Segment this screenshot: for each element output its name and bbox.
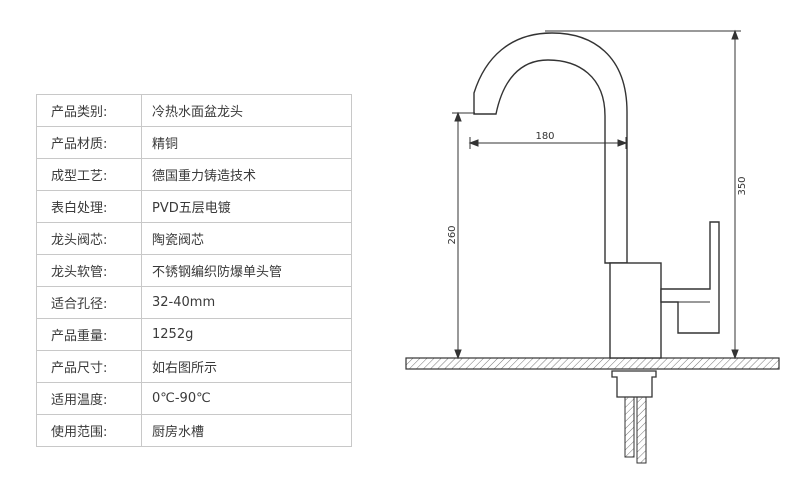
dim-spout-height-label: 260: [447, 225, 458, 244]
spec-row: 产品尺寸:如右图所示: [36, 350, 352, 383]
spec-row: 适用温度:0℃-90℃: [36, 382, 352, 415]
spec-row: 产品材质:精铜: [36, 126, 352, 159]
spec-label: 产品类别:: [36, 94, 142, 127]
spec-value: 德国重力铸造技术: [141, 158, 352, 191]
spec-label: 龙头阀芯:: [36, 222, 142, 255]
spec-value: 冷热水面盆龙头: [141, 94, 352, 127]
dim-spout-height: [452, 111, 475, 360]
dim-total-height: [545, 29, 741, 360]
spec-value: PVD五层电镀: [141, 190, 352, 223]
spec-value: 1252g: [141, 318, 352, 351]
spec-value: 如右图所示: [141, 350, 352, 383]
spec-label: 使用范围:: [36, 414, 142, 447]
faucet-handle: [660, 221, 720, 334]
spec-label: 适合孔径:: [36, 286, 142, 319]
hose-left: [624, 396, 635, 458]
spec-value: 精铜: [141, 126, 352, 159]
faucet-spout: [473, 32, 628, 264]
hose-right: [636, 396, 647, 464]
spec-row: 龙头阀芯:陶瓷阀芯: [36, 222, 352, 255]
spec-label: 表白处理:: [36, 190, 142, 223]
spec-value: 不锈钢编织防爆单头管: [141, 254, 352, 287]
spec-value: 厨房水槽: [141, 414, 352, 447]
spec-row: 产品类别:冷热水面盆龙头: [36, 94, 352, 127]
spec-row: 表白处理:PVD五层电镀: [36, 190, 352, 223]
mounting-nut: [611, 370, 657, 398]
spec-label: 龙头软管:: [36, 254, 142, 287]
dim-total-height-label: 350: [737, 176, 748, 195]
dim-reach: [468, 137, 628, 149]
spec-row: 成型工艺:德国重力铸造技术: [36, 158, 352, 191]
spec-label: 成型工艺:: [36, 158, 142, 191]
spec-value: 0℃-90℃: [141, 382, 352, 415]
spec-row: 适合孔径:32-40mm: [36, 286, 352, 319]
spec-value: 陶瓷阀芯: [141, 222, 352, 255]
countertop: [405, 357, 780, 370]
spec-label: 产品材质:: [36, 126, 142, 159]
dim-reach-label: 180: [535, 131, 554, 142]
spec-table: 产品类别:冷热水面盆龙头产品材质:精铜成型工艺:德国重力铸造技术表白处理:PVD…: [36, 94, 352, 447]
spec-row: 使用范围:厨房水槽: [36, 414, 352, 447]
spec-row: 龙头软管:不锈钢编织防爆单头管: [36, 254, 352, 287]
spec-row: 产品重量:1252g: [36, 318, 352, 351]
faucet-base: [609, 262, 662, 359]
